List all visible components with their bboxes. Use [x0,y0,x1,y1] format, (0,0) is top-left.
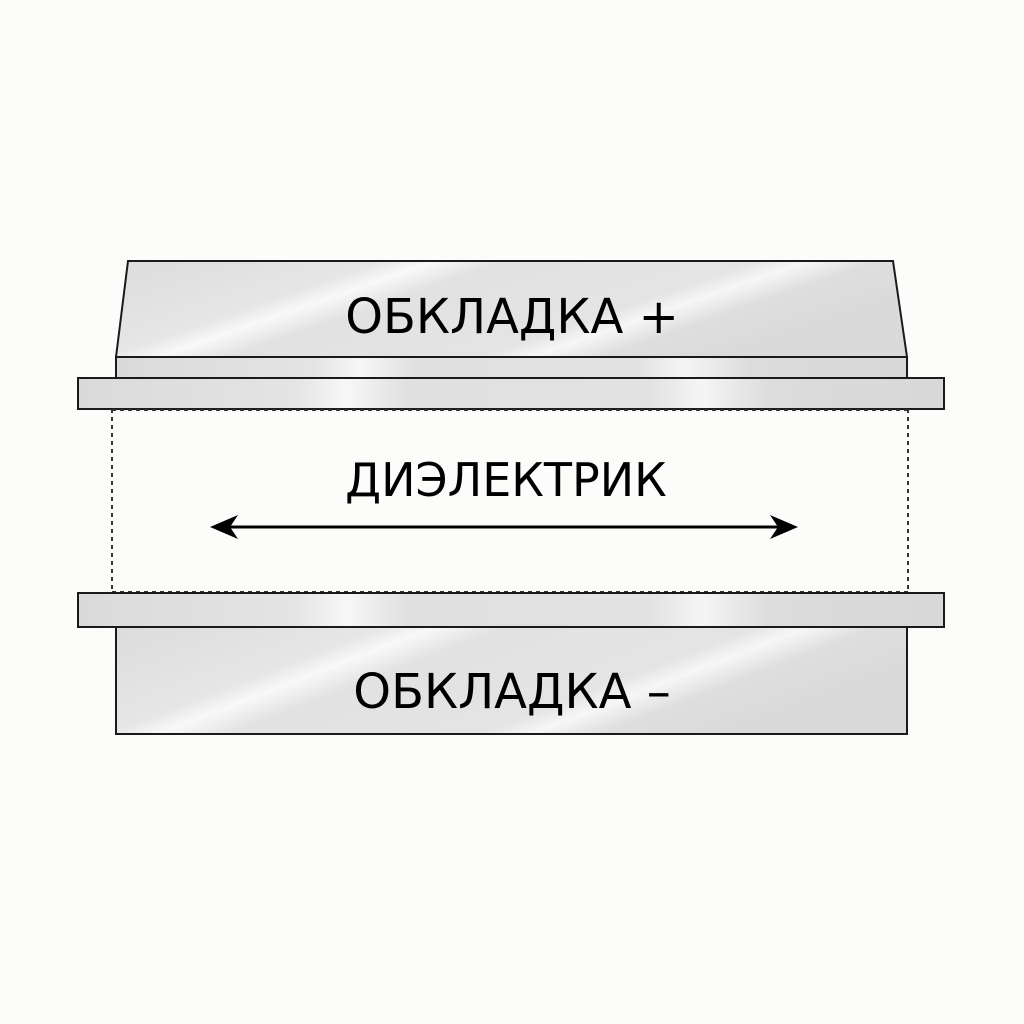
top-plate-flange [77,377,945,410]
bottom-plate-body [115,626,908,735]
dielectric-label: ДИЭЛЕКТРИК [345,453,667,507]
top-plate-base [115,356,908,379]
bottom-plate-flange [77,592,945,628]
bottom-plate-label: ОБКЛАДКА – [353,664,670,720]
top-plate-label: ОБКЛАДКА + [345,289,679,345]
double-headed-arrow-icon [210,515,798,539]
